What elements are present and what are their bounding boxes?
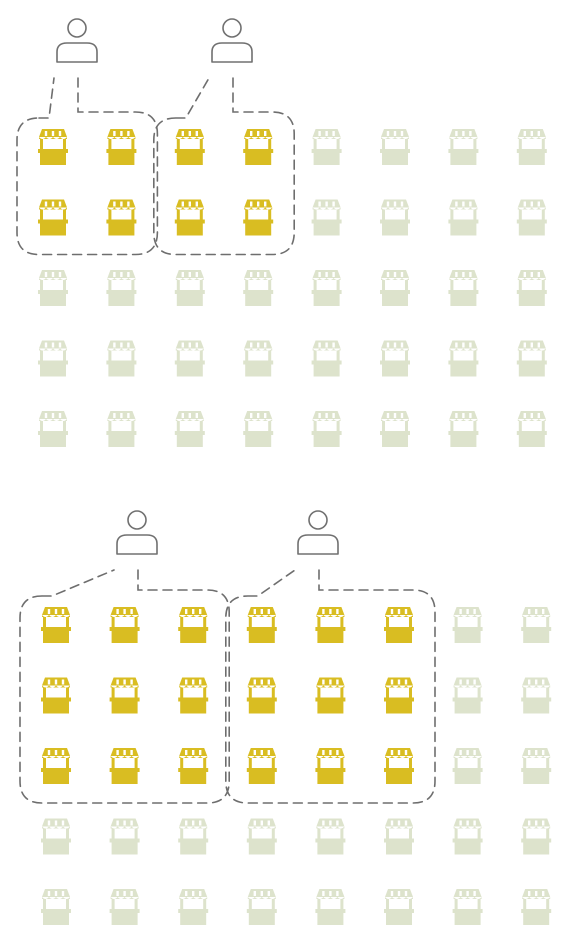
market-stall-icon bbox=[174, 411, 205, 447]
market-stall-icon bbox=[106, 270, 137, 306]
market-stall-icon bbox=[516, 129, 547, 165]
market-stall-icon bbox=[384, 607, 414, 643]
market-stall-icon bbox=[311, 129, 342, 165]
person-icon bbox=[56, 18, 98, 63]
market-stall-icon bbox=[380, 270, 410, 306]
market-stall-icon bbox=[106, 199, 137, 236]
market-stall-icon bbox=[384, 818, 414, 855]
market-stall-icon bbox=[384, 889, 414, 925]
market-stall-icon bbox=[521, 818, 552, 855]
market-stall-icon bbox=[448, 340, 479, 377]
market-stall-icon bbox=[174, 129, 205, 165]
market-stall-icon bbox=[109, 889, 140, 925]
market-stall-icon bbox=[448, 270, 479, 306]
market-stall-icon bbox=[311, 411, 342, 447]
market-stall-icon bbox=[38, 340, 68, 377]
market-stall-icon bbox=[521, 677, 552, 714]
market-stall-icon bbox=[384, 677, 414, 714]
market-stall-icon bbox=[246, 677, 277, 714]
market-stall-icon bbox=[38, 199, 68, 236]
market-stall-icon bbox=[521, 607, 552, 643]
person-icon bbox=[211, 18, 253, 63]
person-icon bbox=[297, 510, 339, 555]
market-stall-icon bbox=[516, 340, 547, 377]
market-stall-icon bbox=[452, 889, 483, 925]
market-stall-icon bbox=[380, 199, 410, 236]
market-stall-icon bbox=[109, 818, 140, 855]
market-stall-icon bbox=[109, 748, 140, 784]
market-stall-icon bbox=[243, 411, 274, 447]
market-stall-icon bbox=[452, 748, 483, 784]
market-stall-icon bbox=[243, 199, 274, 236]
market-stall-icon bbox=[384, 748, 414, 784]
market-stall-icon bbox=[315, 677, 346, 714]
market-stall-icon bbox=[243, 270, 274, 306]
market-stall-icon bbox=[38, 411, 68, 447]
market-stall-icon bbox=[448, 411, 479, 447]
market-stall-icon bbox=[448, 199, 479, 236]
market-stall-icon bbox=[380, 340, 410, 377]
market-stall-icon bbox=[452, 818, 483, 855]
market-stall-icon bbox=[315, 818, 346, 855]
market-stall-icon bbox=[174, 340, 205, 377]
group-outline bbox=[16, 77, 159, 256]
market-stall-icon bbox=[41, 677, 71, 714]
group-outline bbox=[225, 569, 436, 804]
market-stall-icon bbox=[448, 129, 479, 165]
market-stall-icon bbox=[521, 889, 552, 925]
market-stall-icon bbox=[246, 748, 277, 784]
group-outline bbox=[19, 569, 230, 804]
group-outline bbox=[153, 77, 295, 256]
market-stall-icon bbox=[246, 889, 277, 925]
market-stall-icon bbox=[311, 199, 342, 236]
market-stall-icon bbox=[521, 748, 552, 784]
market-stall-icon bbox=[315, 607, 346, 643]
market-stall-icon bbox=[38, 129, 68, 165]
market-stall-icon bbox=[311, 340, 342, 377]
panel-top-diagram bbox=[16, 18, 547, 447]
panel-top bbox=[0, 0, 577, 470]
market-stall-icon bbox=[315, 889, 346, 925]
market-stall-icon bbox=[243, 340, 274, 377]
panel-bottom-diagram bbox=[19, 510, 552, 925]
market-stall-icon bbox=[380, 411, 410, 447]
market-stall-icon bbox=[109, 677, 140, 714]
market-stall-icon bbox=[315, 748, 346, 784]
market-stall-icon bbox=[516, 199, 547, 236]
market-stall-icon bbox=[106, 129, 137, 165]
market-stall-icon bbox=[178, 677, 209, 714]
market-stall-icon bbox=[452, 607, 483, 643]
market-stall-icon bbox=[178, 607, 209, 643]
market-stall-icon bbox=[174, 199, 205, 236]
market-stall-icon bbox=[41, 748, 71, 784]
market-stall-icon bbox=[452, 677, 483, 714]
market-stall-icon bbox=[38, 270, 68, 306]
market-stall-icon bbox=[178, 748, 209, 784]
market-stall-icon bbox=[243, 129, 274, 165]
market-stall-icon bbox=[109, 607, 140, 643]
market-stall-icon bbox=[380, 129, 410, 165]
market-stall-icon bbox=[178, 889, 209, 925]
market-stall-icon bbox=[246, 607, 277, 643]
market-stall-icon bbox=[106, 411, 137, 447]
market-stall-icon bbox=[174, 270, 205, 306]
market-stall-icon bbox=[516, 270, 547, 306]
market-stall-icon bbox=[178, 818, 209, 855]
market-stall-icon bbox=[41, 607, 71, 643]
market-stall-icon bbox=[106, 340, 137, 377]
market-stall-icon bbox=[516, 411, 547, 447]
market-stall-icon bbox=[41, 889, 71, 925]
panel-bottom bbox=[0, 470, 577, 945]
person-icon bbox=[116, 510, 158, 555]
market-stall-icon bbox=[246, 818, 277, 855]
market-stall-icon bbox=[41, 818, 71, 855]
market-stall-icon bbox=[311, 270, 342, 306]
